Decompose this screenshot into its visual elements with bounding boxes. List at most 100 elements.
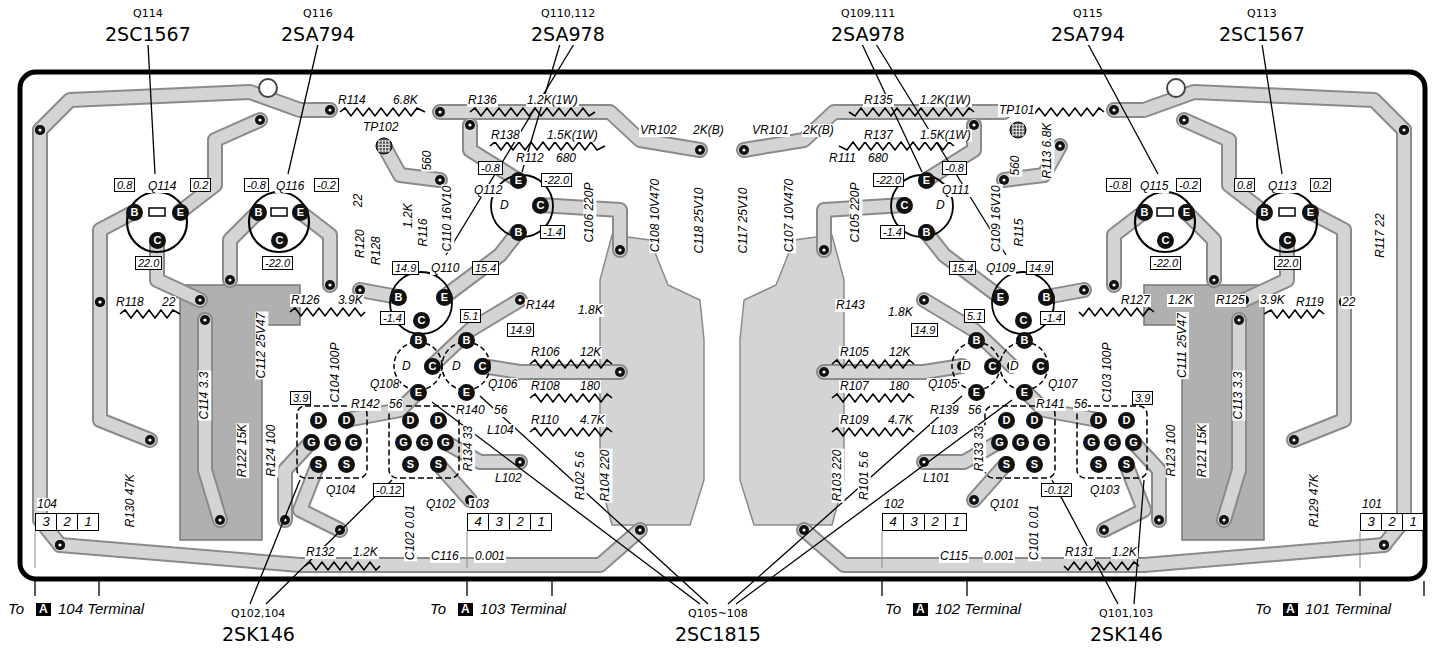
solder-pad	[195, 295, 205, 305]
copper-trace	[60, 530, 640, 565]
part-label: C118 25V10	[693, 187, 706, 255]
part-label: 56	[967, 404, 982, 417]
solder-pad	[615, 367, 625, 377]
pin-letter: G	[1033, 434, 1050, 451]
mounting-hole	[259, 79, 277, 97]
test-point-grid	[1012, 134, 1024, 135]
voltage-box: 15.4	[472, 261, 499, 275]
callout-number: Q102,104	[230, 608, 286, 620]
pad-hole	[58, 543, 61, 546]
pin-letter: G	[395, 434, 412, 451]
solder-pad	[1379, 540, 1389, 550]
pad-hole	[618, 370, 621, 373]
part-label: C108 10V470	[649, 178, 662, 253]
terminal-bracket	[466, 581, 467, 596]
solder-pad	[215, 515, 225, 525]
terminal-note: 104 Terminal	[58, 601, 144, 618]
leader-line	[250, 480, 300, 604]
pad-hole	[822, 370, 825, 373]
solder-pad	[1219, 515, 1229, 525]
part-number: 2SA794	[280, 24, 356, 45]
part-number: 2SK146	[221, 624, 296, 645]
voltage-box: 3.9	[1132, 391, 1153, 405]
pin-letter: C	[474, 358, 491, 375]
solder-pad	[55, 540, 65, 550]
solder-pad	[435, 107, 445, 117]
part-label: 3.9K	[337, 294, 364, 307]
part-label: Q105	[927, 378, 958, 391]
pad-hole	[438, 178, 441, 181]
test-point-grid	[378, 147, 390, 148]
part-label: R114	[337, 94, 367, 107]
pin-number: 3	[488, 514, 509, 530]
part-label: R105	[839, 346, 870, 359]
board-marker: A	[458, 603, 473, 616]
transistor-outline	[952, 342, 1000, 390]
resistor-symbol	[832, 428, 914, 436]
part-label: Q107	[1047, 378, 1078, 391]
trace-outline	[1310, 212, 1344, 302]
transistor-tab	[1279, 208, 1295, 216]
pin-letter: G	[1083, 434, 1100, 451]
solder-pad	[1399, 125, 1409, 135]
leader-line	[736, 400, 1012, 604]
part-label: D	[1009, 360, 1020, 373]
solder-pad	[969, 495, 979, 505]
pad-hole	[1002, 178, 1005, 181]
pin-letter: E	[510, 172, 527, 189]
pad-hole	[1237, 318, 1240, 321]
part-label: R118	[115, 296, 145, 309]
pin-letter: E	[1178, 204, 1195, 221]
copper-trace	[445, 442, 520, 462]
pin-letter: S	[430, 456, 447, 473]
part-label: Q111	[941, 184, 971, 197]
pin-letter: C	[1157, 232, 1174, 249]
part-label: R136	[467, 94, 498, 107]
solder-pad	[255, 115, 265, 125]
pad-hole	[228, 278, 231, 281]
part-label: C104 100P	[329, 342, 342, 404]
transistor-outline	[1000, 342, 1048, 390]
part-label: 3.9K	[1259, 294, 1286, 307]
pin-letter: C	[413, 312, 430, 329]
callout-number: Q101,103	[1098, 608, 1154, 620]
terminal-note: To	[8, 601, 24, 618]
solder-pad	[919, 295, 929, 305]
part-label: Q113	[1267, 180, 1297, 193]
pin-letter: C	[896, 197, 913, 214]
pin-letter: E	[992, 289, 1009, 306]
leader-line	[1052, 480, 1118, 604]
solder-pad	[635, 525, 645, 535]
voltage-box: 15.4	[949, 261, 976, 275]
pin-number: 4	[468, 514, 488, 530]
part-label: 22	[352, 193, 365, 208]
part-label: R141	[1035, 398, 1066, 411]
pin-number: 1	[530, 514, 551, 530]
resistor-symbol	[290, 308, 365, 316]
solder-pad	[819, 245, 829, 255]
transistor-outline	[1257, 192, 1317, 252]
fet-outline	[985, 406, 1055, 478]
voltage-box: 0.8	[114, 178, 135, 192]
terminal-lead	[35, 531, 36, 568]
resistor-symbol	[1264, 310, 1324, 318]
transistor-tab	[149, 208, 165, 216]
resistor-symbol	[849, 108, 974, 116]
pin-letter: B	[1136, 204, 1153, 221]
part-label: D	[935, 199, 946, 212]
callout-number: Q113	[1246, 8, 1278, 20]
part-label: R135	[863, 94, 894, 107]
solder-pad	[1055, 141, 1065, 151]
part-label: C103 100P	[1101, 342, 1114, 404]
pin-letter: B	[126, 204, 143, 221]
pin-letter: C	[149, 232, 166, 249]
voltage-box: -1.4	[880, 225, 905, 239]
terminal-block: 101321	[1360, 513, 1424, 531]
solder-pad	[1289, 435, 1299, 445]
voltage-box: -0.2	[1176, 178, 1201, 192]
part-label: C114 3.3	[198, 371, 211, 421]
test-point-grid	[382, 140, 383, 152]
part-label: 1.8K	[577, 304, 604, 317]
part-label: D	[451, 360, 462, 373]
trace-outline	[230, 212, 258, 280]
